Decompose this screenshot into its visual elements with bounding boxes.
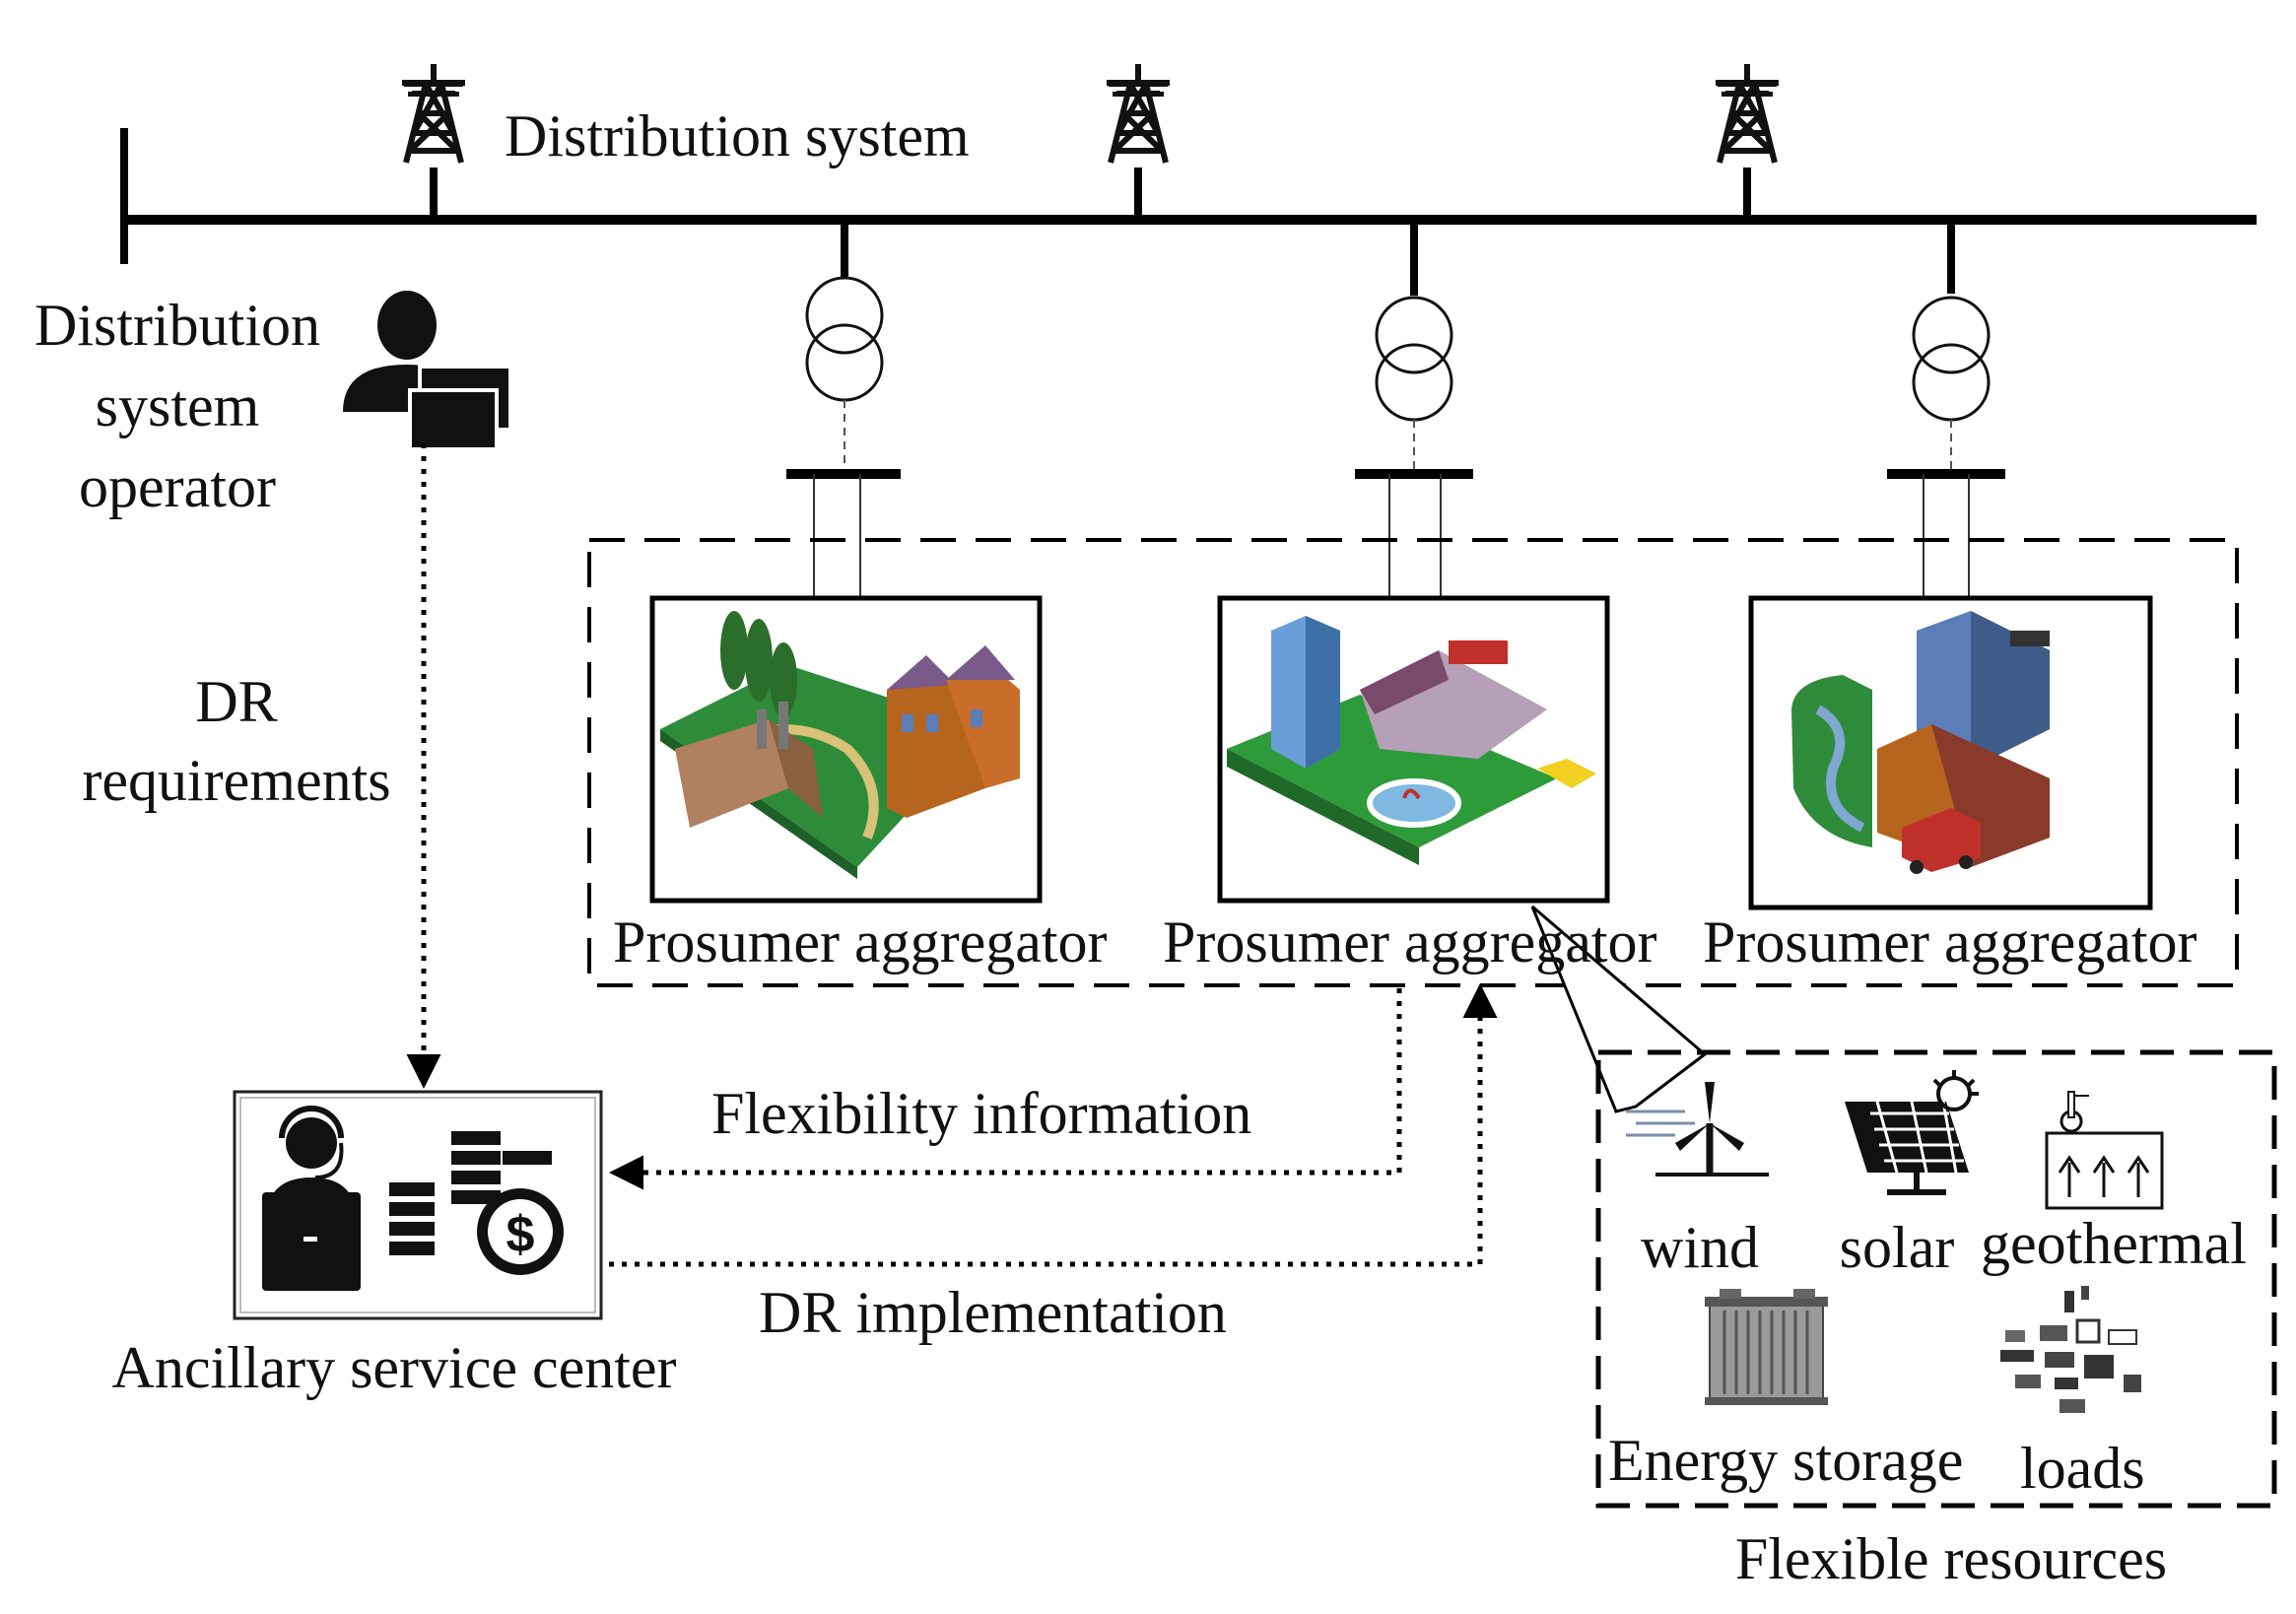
wind-turbine-icon — [1626, 1082, 1769, 1177]
prosumer-aggregator-label-2: Prosumer aggregator — [1163, 909, 1657, 975]
solar-label: solar — [1839, 1215, 1955, 1280]
geothermal-icon — [2045, 1091, 2164, 1210]
flexible-resources-border — [1595, 1049, 2277, 1509]
dr-requirements-line1: DR — [195, 669, 278, 734]
flexibility-information-label: Flexibility information — [711, 1081, 1252, 1146]
dso-label-line1: Distribution — [34, 293, 320, 358]
dso-label-line3: operator — [79, 454, 276, 519]
loads-appliances-icon — [2000, 1286, 2141, 1413]
headset-operator-icon — [262, 1106, 361, 1291]
callout-pointer — [1530, 905, 1708, 1113]
dr-implementation-arrow — [609, 983, 1498, 1267]
aggregator-industrial-image — [1748, 595, 2153, 910]
money-stack-icon: $ — [389, 1131, 564, 1275]
energy-storage-label: Energy storage — [1608, 1428, 1964, 1493]
loads-label: loads — [2020, 1436, 2145, 1501]
dr-implementation-label: DR implementation — [759, 1280, 1227, 1345]
prosumer-aggregator-label-3: Prosumer aggregator — [1703, 909, 2197, 975]
battery-storage-icon — [1705, 1289, 1828, 1405]
flexible-resources-label: Flexible resources — [1734, 1526, 2168, 1591]
prosumer-aggregator-label-1: Prosumer aggregator — [613, 909, 1108, 975]
solar-panel-icon — [1845, 1070, 1979, 1195]
transformer-branch-1 — [786, 220, 901, 596]
transformer-branch-2 — [1355, 220, 1473, 596]
ancillary-service-center-label: Ancillary service center — [111, 1335, 677, 1400]
tower-icon — [1716, 64, 1779, 220]
wind-label: wind — [1641, 1215, 1759, 1280]
tower-icon — [402, 64, 465, 220]
dso-label-line2: system — [95, 373, 260, 438]
tower-icon — [1107, 64, 1170, 220]
flexibility-information-arrow — [609, 988, 1402, 1190]
distribution-system-label: Distribution system — [505, 103, 970, 168]
operator-icon — [343, 291, 512, 451]
geothermal-label: geothermal — [1981, 1211, 2247, 1276]
aggregator-commercial-image — [1217, 595, 1610, 904]
dr-requirements-line2: requirements — [82, 748, 391, 813]
transformer-branch-3 — [1887, 220, 2005, 596]
aggregator-residential-image — [649, 595, 1043, 904]
svg-text:$: $ — [506, 1206, 535, 1263]
